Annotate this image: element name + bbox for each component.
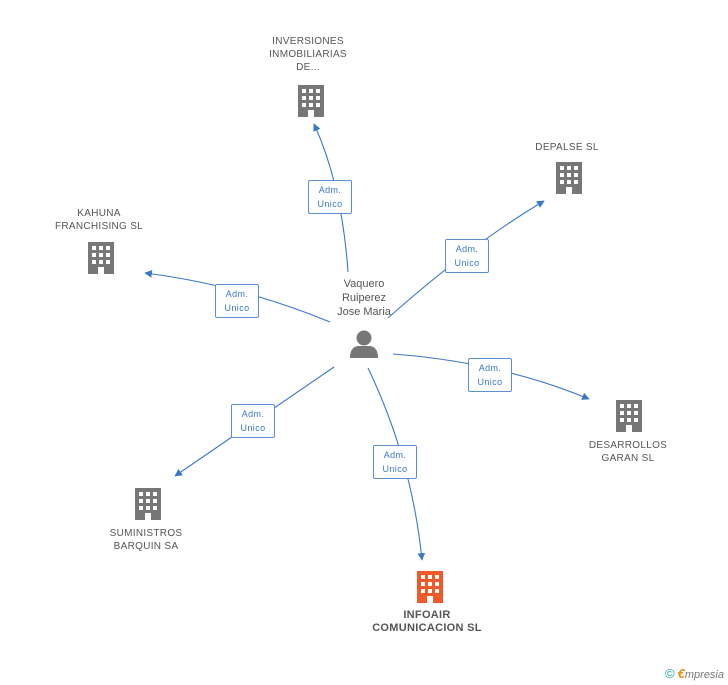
role-badge-line2: Unico	[240, 423, 266, 433]
role-badge-desarrollos: Adm. Unico	[468, 358, 512, 392]
role-badge-suministros: Adm. Unico	[231, 404, 275, 438]
role-badge-line1: Adm.	[225, 289, 249, 299]
role-badge-line2: Unico	[454, 258, 480, 268]
person-icon	[350, 330, 378, 358]
building-icon-inversiones	[298, 85, 324, 117]
person-name[interactable]: Vaquero Ruiperez Jose Maria	[337, 278, 391, 318]
company-label-kahuna[interactable]: KAHUNA FRANCHISING SL	[54, 208, 144, 232]
brand-name: mpresia	[684, 669, 724, 681]
company-label-suministros[interactable]: SUMINISTROS BARQUIN SA	[109, 528, 183, 552]
company-label-depalse[interactable]: DEPALSE SL	[535, 142, 599, 153]
role-badge-line1: Adm.	[383, 450, 407, 460]
brand-initial: €	[677, 666, 685, 681]
building-icon-desarrollos	[616, 400, 642, 432]
footer-brand[interactable]: © €mpresia	[665, 666, 724, 681]
role-badge-depalse: Adm. Unico	[445, 239, 489, 273]
company-label-infoair[interactable]: INFOAIR COMUNICACION SL	[372, 609, 482, 634]
role-badge-infoair: Adm. Unico	[373, 445, 417, 479]
role-badge-line2: Unico	[224, 303, 250, 313]
building-icon-infoair	[417, 571, 443, 603]
role-badge-line2: Unico	[477, 377, 503, 387]
role-badge-line1: Adm.	[241, 409, 265, 419]
role-badge-inversiones: Adm. Unico	[308, 180, 352, 214]
company-label-desarrollos[interactable]: DESARROLLOS GARAN SL	[588, 440, 668, 464]
company-label-inversiones[interactable]: INVERSIONES INMOBILIARIAS DE...	[269, 36, 347, 73]
role-badge-line2: Unico	[382, 464, 408, 474]
building-icon-depalse	[556, 162, 582, 194]
role-badge-line1: Adm.	[318, 185, 342, 195]
role-badge-line2: Unico	[317, 199, 343, 209]
role-badge-line1: Adm.	[478, 363, 502, 373]
building-icon-suministros	[135, 488, 161, 520]
copyright-icon: ©	[664, 666, 675, 681]
building-icon-kahuna	[88, 242, 114, 274]
role-badge-line1: Adm.	[455, 244, 479, 254]
role-badge-kahuna: Adm. Unico	[215, 284, 259, 318]
